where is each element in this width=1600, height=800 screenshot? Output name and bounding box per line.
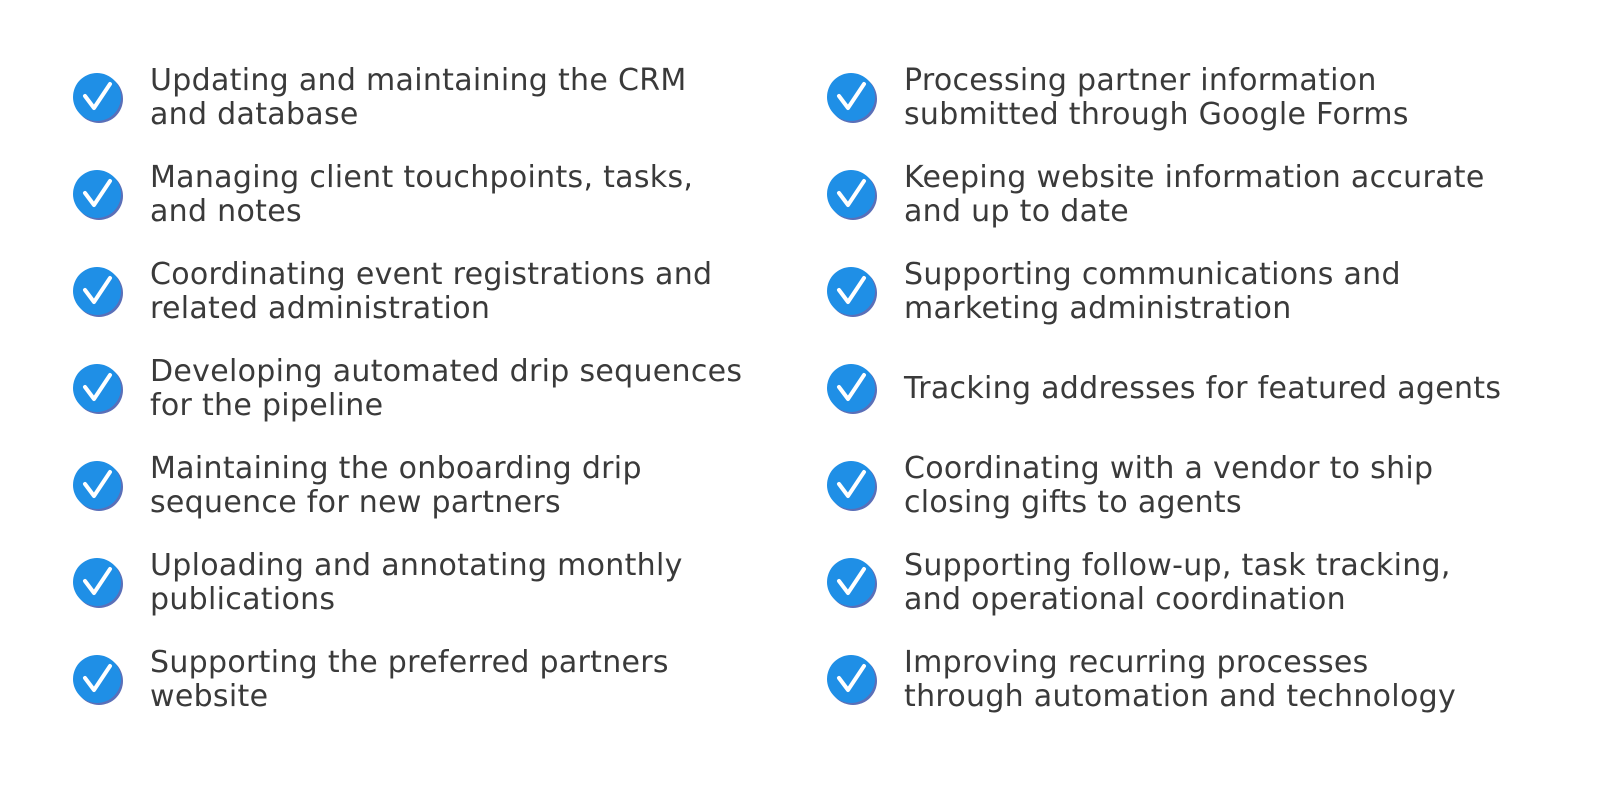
checkmark-circle-icon (72, 363, 124, 415)
checkmark-circle-icon (826, 72, 878, 124)
checkmark-circle-icon (72, 266, 124, 318)
checkmark-circle-icon (72, 557, 124, 609)
item-text: Tracking addresses for featured agents (904, 371, 1502, 406)
checkmark-circle-icon (72, 169, 124, 221)
checkmark-circle-icon (826, 169, 878, 221)
checkmark-circle-icon (72, 72, 124, 124)
checkmark-circle-icon (826, 266, 878, 318)
checkmark-circle-icon (826, 363, 878, 415)
checkmark-circle-icon (826, 557, 878, 609)
list-item: Tracking addresses for featured agents (826, 339, 1501, 439)
checkmark-circle-icon (826, 460, 878, 512)
checkmark-circle-icon (72, 460, 124, 512)
item-text: Supporting follow-up, task tracking,and … (904, 548, 1451, 617)
checkmark-circle-icon (72, 654, 124, 706)
list-item: Supporting follow-up, task tracking,and … (826, 533, 1451, 633)
item-text: Managing client touchpoints, tasks,and n… (150, 160, 694, 229)
list-item: Managing client touchpoints, tasks,and n… (72, 145, 693, 245)
checkmark-circle-icon (826, 654, 878, 706)
